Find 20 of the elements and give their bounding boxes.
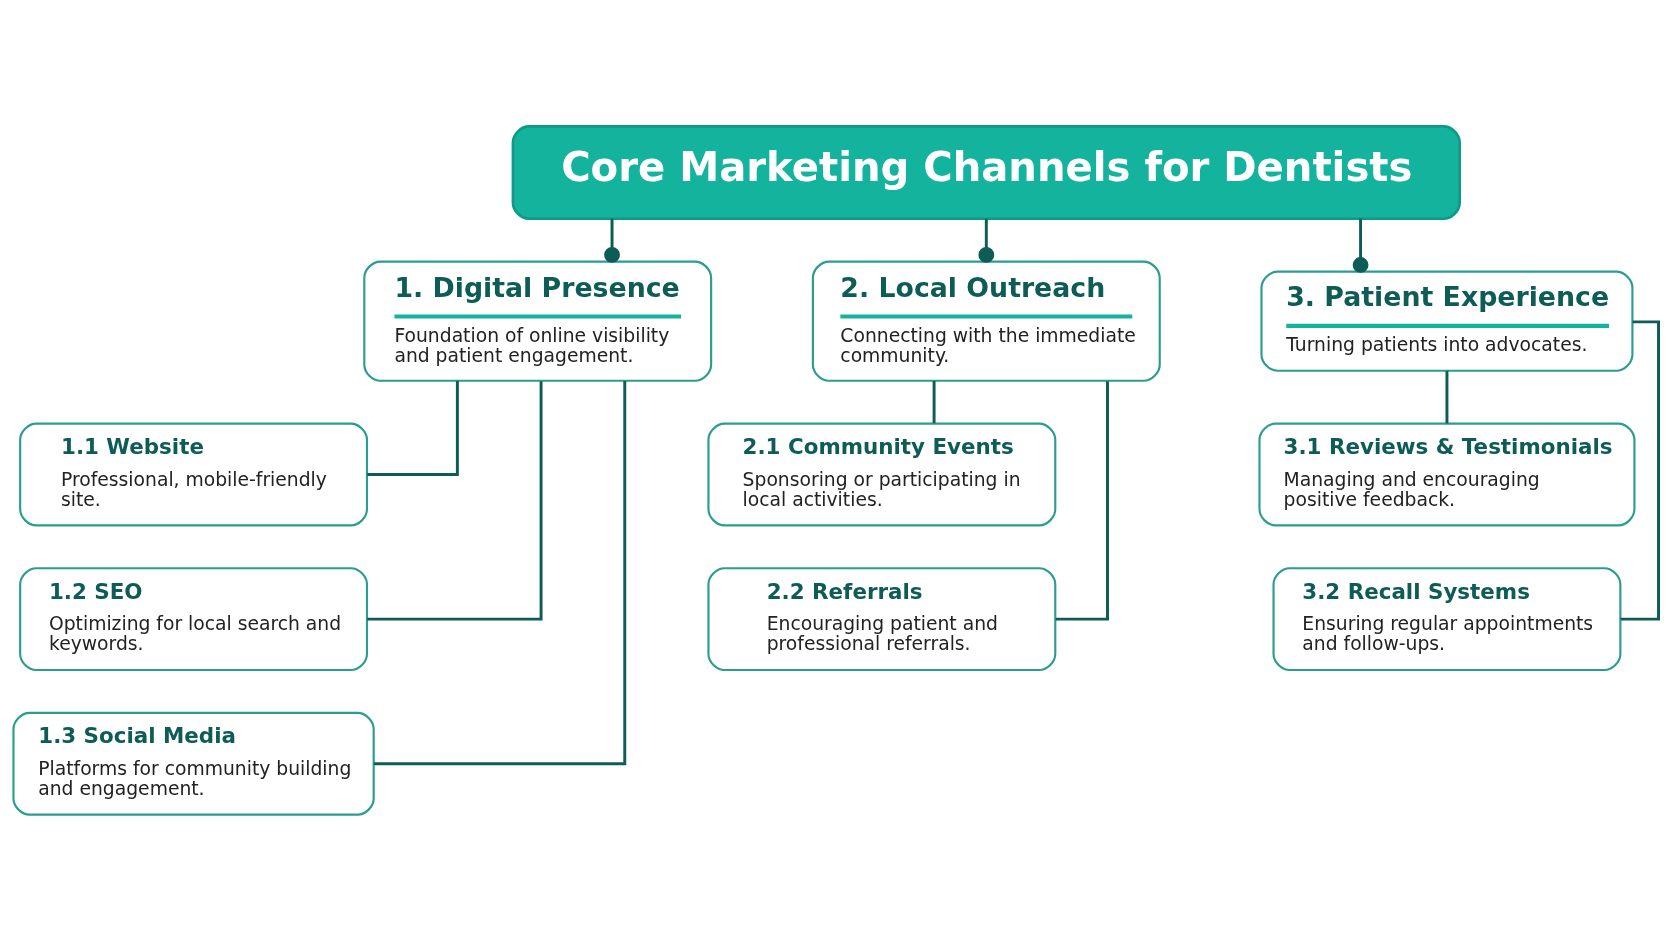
node-box: 1.1 Website Professional, mobile-friendly site. [19,422,369,527]
node-box: 3. Patient Experience Turning patients into advocates. [1260,270,1634,372]
connector [367,380,459,476]
connector [978,218,995,263]
connector [373,380,627,766]
node-box: 2.2 Referrals Encouraging patient and professional referrals. [707,567,1057,672]
connector [932,380,936,424]
node-box: 1.2 SEO Optimizing for local search and keywords. [19,567,369,672]
connector [604,218,620,263]
connector [1445,370,1449,424]
connector [367,381,543,621]
connector [1055,381,1109,621]
node-box: 1.3 Social Media Platforms for community building and engagement. [12,711,375,816]
node-box: 1. Digital Presence Foundation of online visibility and patient engagement. [363,260,713,382]
node-box: 2.1 Community Events Sponsoring or participating in local activities. [707,422,1057,527]
connector [1352,218,1369,273]
node-box: 3.2 Recall Systems Ensuring regular appointments and follow-ups. [1272,567,1622,672]
node-box: 2. Local Outreach Connecting with the immediate community. [811,260,1161,382]
node-box: 3.1 Reviews & Testimonials Managing and encouraging positive feedback. [1258,422,1636,527]
node-box: Core Marketing Channels for Dentists [511,125,1461,221]
